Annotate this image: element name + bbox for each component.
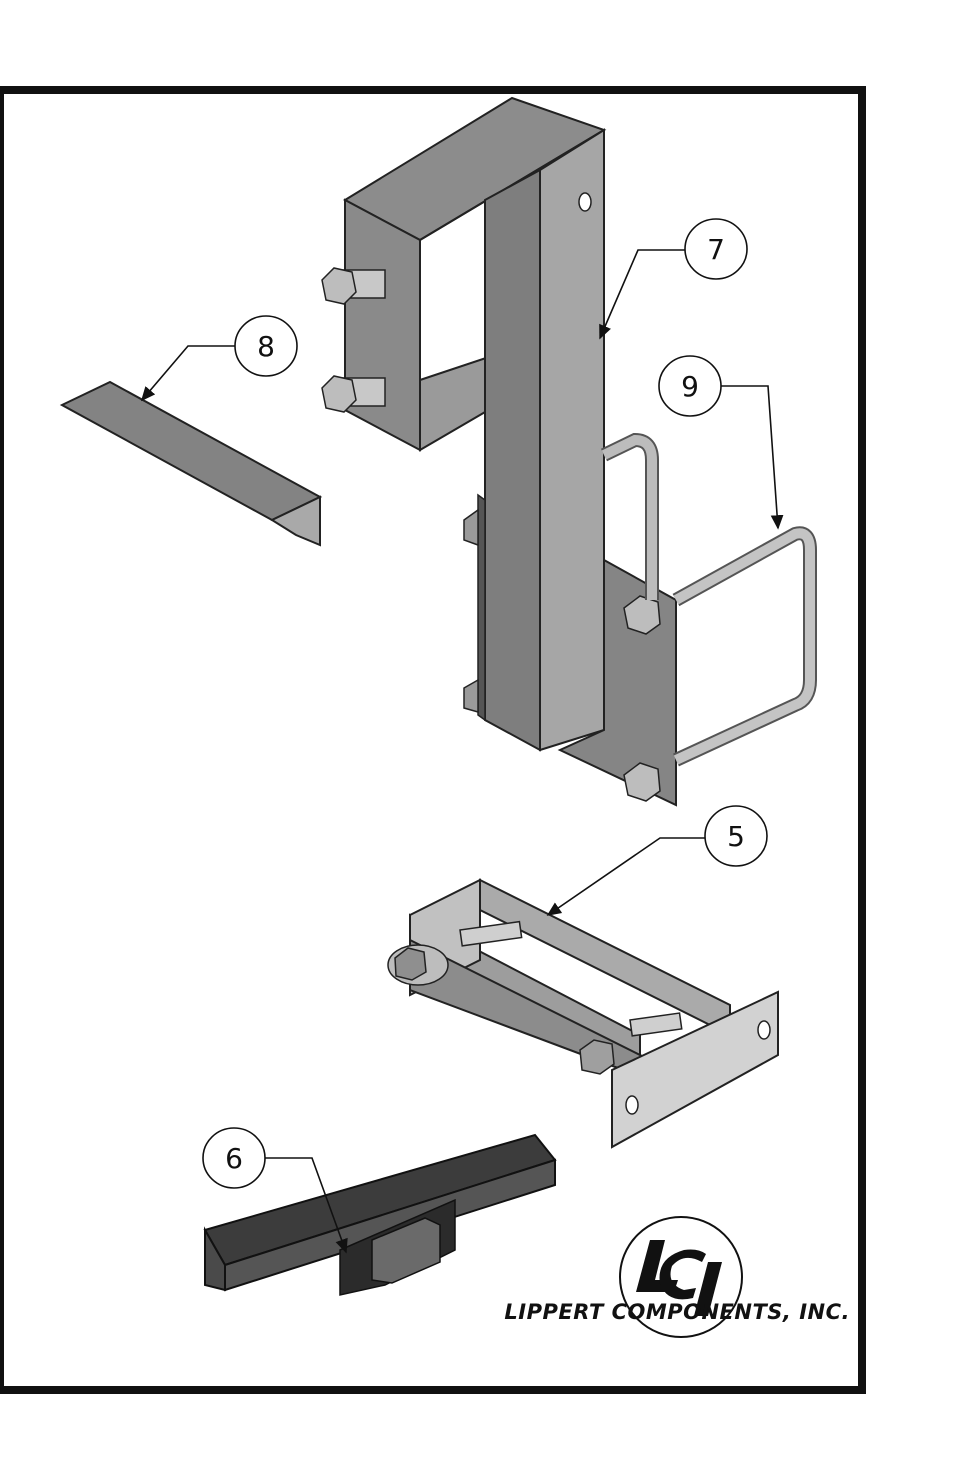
callout-7: 7 <box>685 219 747 279</box>
clamp-bolt-lower <box>322 376 385 412</box>
clamp-bolt-upper <box>322 268 385 304</box>
part-8-angle-strip <box>62 382 320 545</box>
callout-8-label: 8 <box>257 330 275 363</box>
callout-9-label: 9 <box>681 370 699 403</box>
callout-5-label: 5 <box>727 820 745 853</box>
company-name: LIPPERT COMPONENTS, INC. <box>470 1300 850 1324</box>
callout-9: 9 <box>659 356 721 416</box>
callout-6-label: 6 <box>225 1142 243 1175</box>
callout-6: 6 <box>203 1128 265 1188</box>
callout-5: 5 <box>705 806 767 866</box>
callout-8: 8 <box>235 316 297 376</box>
part-5-bracket <box>388 880 778 1147</box>
callout-7-label: 7 <box>707 233 725 266</box>
